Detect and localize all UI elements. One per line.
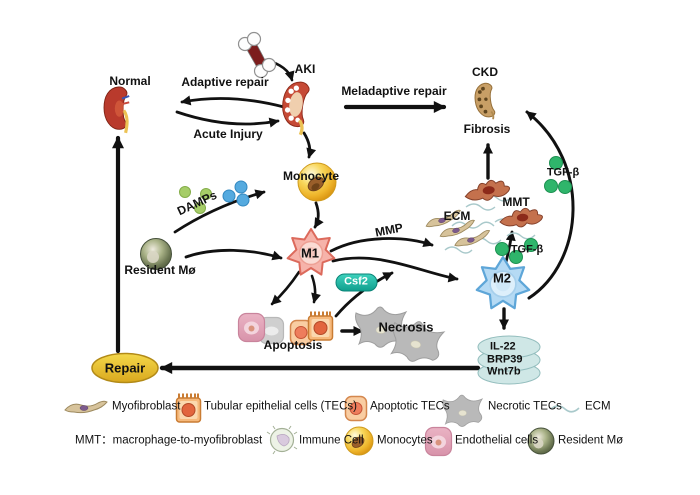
meladaptive-repair-label: Meladaptive repair — [341, 84, 447, 98]
apoptosis-label: Apoptosis — [263, 338, 323, 352]
legend-apoptotic-tec-label: Apoptotic TECs — [370, 400, 450, 413]
legend-monocyte-icon — [344, 426, 374, 456]
arrow-residentmo-to-m1 — [184, 248, 283, 261]
arrow-m2-sweep-to-ckd — [525, 110, 575, 300]
legend-immune-cell-icon — [266, 425, 298, 455]
aki-kidney-icon — [279, 79, 311, 136]
aki-label: AKI — [294, 62, 316, 76]
normal-kidney-icon — [103, 86, 130, 134]
arrow-m1-to-tec — [310, 274, 321, 304]
legend-immune-cell-label: Immune Cell — [299, 434, 364, 447]
ckd-label: CKD — [472, 65, 498, 79]
legend-ecm-label: ECM — [585, 400, 611, 413]
ecm-label: ECM — [443, 209, 471, 223]
legend-resident-mo-label: Resident Mø — [558, 434, 624, 447]
m1-cell-icon — [286, 228, 336, 276]
resident-mo-icon — [140, 238, 172, 270]
csf2-label: Csf2 — [344, 275, 368, 288]
arrow-aki-to-monocyte — [302, 131, 317, 159]
arrow-adaptive-repair — [180, 95, 286, 109]
tgfb-mid-label: TGF-β — [510, 243, 544, 256]
legend-myofibroblast-label: Myofibroblast — [112, 400, 181, 413]
legend-resident-mo-icon — [527, 427, 555, 455]
ecm-fibers — [444, 194, 536, 254]
tec-cell-icon — [307, 310, 334, 341]
monocyte-icon — [297, 162, 337, 202]
arrow-m1-to-endothelial — [270, 270, 301, 306]
legend-necrotic-tec-label: Necrotic TECs — [488, 400, 562, 413]
repair-ellipse — [91, 352, 159, 384]
arrow-csf2 — [334, 271, 394, 318]
repair-label: Repair — [104, 360, 146, 376]
arrow-monocyte-to-m1 — [313, 201, 324, 229]
mmt-label: MMT — [502, 195, 530, 209]
legend-myofibroblast-icon — [64, 400, 108, 414]
brp39-label: BRP39 — [487, 353, 523, 366]
arrow-acute-injury — [175, 110, 280, 128]
resident-mo-label: Resident Mø — [124, 263, 196, 277]
adaptive-repair-label: Adaptive repair — [181, 75, 269, 89]
legend-tec-label: Tubular epithelial cells (TECs) — [204, 400, 357, 413]
necrosis-label: Necrosis — [378, 319, 434, 335]
tgfb-upper-label: TGF-β — [546, 166, 580, 179]
normal-label: Normal — [109, 74, 151, 88]
il22-label: IL-22 — [490, 340, 516, 353]
fibrosis-label: Fibrosis — [463, 122, 511, 136]
endothelial-cell-icon — [237, 312, 266, 343]
legend-monocytes-label: Monocytes — [377, 434, 433, 447]
m1-label: M1 — [300, 245, 320, 261]
arrow-m2-to-mmt — [504, 230, 516, 264]
csf2-capsule — [335, 273, 378, 292]
arrow-m1-to-m2 — [331, 256, 459, 283]
wnt7b-label: Wnt7b — [487, 365, 521, 378]
arrows — [112, 58, 575, 374]
legend-mmt-label: MMT：macrophage-to-myofibroblast — [75, 434, 263, 447]
acute-injury-label: Acute Injury — [193, 127, 263, 141]
damps-particles — [179, 180, 250, 214]
m2-label: M2 — [492, 270, 512, 286]
legend-endothelial-label: Endothelial cells — [455, 434, 539, 447]
bone-icon — [237, 31, 277, 79]
m2-cell-icon — [475, 255, 531, 310]
arrow-m1-mmp-to-ecm — [329, 237, 434, 253]
monocyte-label: Monocyte — [282, 169, 340, 183]
arrow-damps-to-monocyte — [173, 189, 266, 234]
il22-brp39-wnt7b-stack — [477, 335, 541, 385]
ckd-kidney-icon — [472, 81, 497, 120]
tgfb-dots — [495, 156, 572, 264]
legend-icons — [64, 392, 580, 457]
legend-ecm-icon — [550, 405, 580, 413]
